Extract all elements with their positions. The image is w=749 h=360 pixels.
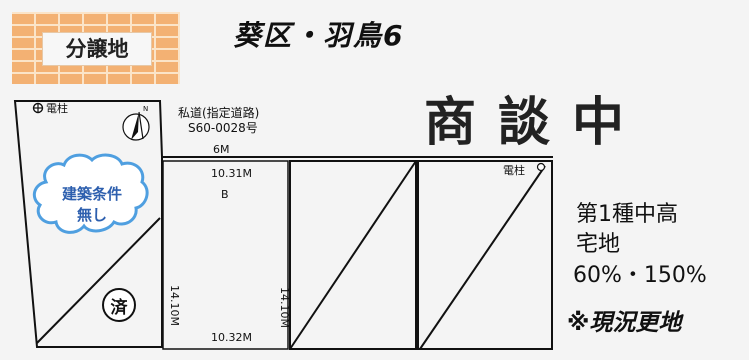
utility-pole-label-right: 電柱 bbox=[503, 164, 525, 177]
zoning-line-2: 宅地 bbox=[576, 232, 621, 257]
sold-mark: 済 bbox=[110, 298, 128, 318]
right-lot-outline bbox=[417, 160, 553, 350]
building-condition-line-2: 無し bbox=[76, 206, 107, 224]
road-label: 私道(指定道路) bbox=[178, 106, 260, 120]
sold-circle-icon bbox=[102, 288, 136, 322]
status-text: 商談中 bbox=[424, 93, 647, 153]
north-arrow-icon bbox=[122, 111, 150, 141]
road-width: 6M bbox=[213, 143, 230, 156]
rear-dimension: 10.32M bbox=[211, 331, 252, 344]
brick-frame: 分譲地 bbox=[12, 12, 180, 84]
middle-lot-diagonal bbox=[289, 160, 417, 350]
lot-type-label: 分譲地 bbox=[42, 32, 152, 66]
coverage-ratio: 60%・150% bbox=[573, 263, 707, 288]
frontage-dimension: 10.31M bbox=[211, 167, 252, 180]
left-lot-diagonal bbox=[36, 217, 161, 344]
land-condition-note: ※現況更地 bbox=[567, 310, 682, 336]
utility-pole-icon bbox=[536, 162, 546, 172]
speech-cloud-icon bbox=[32, 153, 149, 234]
left-lot-outline bbox=[13, 100, 163, 348]
utility-pole-label: 電柱 bbox=[46, 102, 68, 115]
lot-letter: B bbox=[221, 188, 229, 201]
road-number: S60-0028号 bbox=[188, 121, 258, 135]
lot-b-outline bbox=[162, 160, 289, 350]
middle-lot-outline bbox=[289, 160, 417, 350]
right-lot-diagonal bbox=[419, 165, 546, 350]
zoning-line-1: 第1種中高 bbox=[576, 202, 678, 227]
page-title: 葵区・羽鳥6 bbox=[233, 19, 405, 52]
utility-pole-icon bbox=[32, 102, 44, 114]
building-condition-line-1: 建築条件 bbox=[61, 185, 122, 203]
depth-dimension-left: 14.10M bbox=[168, 285, 181, 326]
depth-dimension-right: 14.10M bbox=[278, 287, 291, 328]
north-mark: N bbox=[143, 105, 148, 113]
